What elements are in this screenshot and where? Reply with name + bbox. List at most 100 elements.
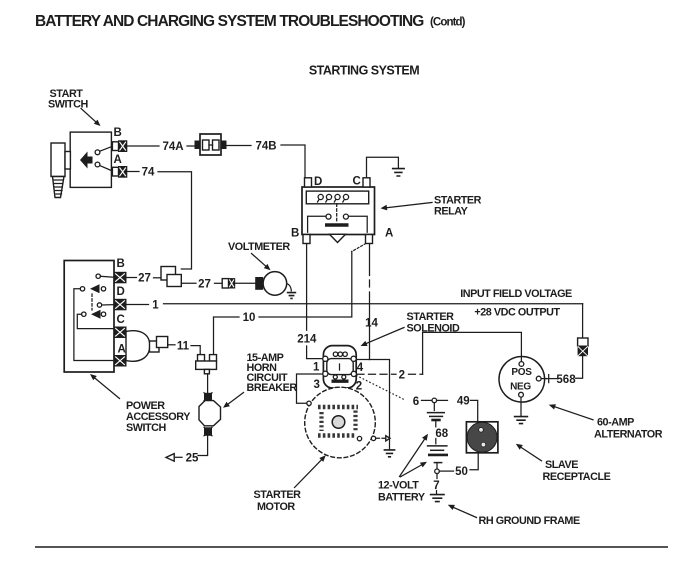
solenoid-bottom-dot1	[332, 374, 338, 380]
breaker-label-line1: 15-AMP	[247, 352, 284, 364]
rh-ground-callout-line	[451, 506, 478, 519]
relay-ground-wire	[365, 156, 400, 179]
receptacle-socket	[466, 421, 498, 453]
plug-11-upper	[155, 335, 169, 349]
connector-568-tab	[576, 337, 589, 347]
wire-49-seg2	[469, 399, 479, 423]
wire-74a-label: 74A	[162, 141, 183, 153]
terminal-x-a	[119, 167, 127, 177]
receptacle-pin-top	[478, 427, 484, 433]
starter-motor: STARTER MOTOR	[254, 373, 392, 513]
wire-568-label: 568	[556, 374, 576, 386]
relay-contact-dot-right	[342, 213, 350, 220]
breaker-plug-prong2	[208, 353, 218, 362]
wire-568-seg2	[574, 355, 584, 379]
starter-relay-callout-arrow-icon	[380, 204, 388, 211]
wire-14-label: 14	[365, 318, 378, 330]
motor-terminal-left	[306, 400, 312, 407]
ps-wiper2-icon	[91, 309, 101, 319]
relay-plunger-icon	[327, 233, 348, 244]
starter-relay-label-line2: RELAY	[434, 206, 469, 218]
wire-10-seg2	[212, 316, 240, 356]
slave-receptacle: SLAVE RECEPTACLE	[465, 420, 611, 483]
starter-relay: D C B A STARTER RELAY	[291, 156, 482, 245]
wire-1-label: 1	[152, 299, 159, 311]
wire-10-label: 10	[243, 312, 256, 324]
start-switch-key-head	[50, 142, 66, 178]
alternator-neg-label: NEG	[510, 381, 531, 392]
breaker-plug-prong1	[196, 353, 206, 362]
wire-214: 214	[297, 242, 324, 360]
solenoid-terminal-4-label: 4	[357, 362, 364, 374]
key-blade-hatch	[52, 179, 64, 195]
solenoid-terminal-2-label: 2	[356, 381, 362, 393]
starter-solenoid: 1 4 3 2 STARTER SOLENOID	[313, 311, 460, 393]
alternator-callout-arrow-icon	[548, 404, 556, 410]
power-switch-callout-line	[93, 376, 121, 400]
ps-x-a	[114, 356, 126, 366]
diagram-subtitle: STARTING SYSTEM	[309, 64, 419, 78]
start-switch-terminal-a-label: A	[114, 154, 122, 166]
battery2-plates	[426, 445, 448, 464]
receptacle-label-line2: RECEPTACLE	[543, 471, 611, 483]
power-switch-label-line2: ACCESSORY	[126, 411, 191, 423]
solenoid-label-line1: STARTER	[407, 311, 455, 323]
relay-contact-dot-left	[325, 213, 332, 220]
wire-14: 14	[355, 242, 378, 361]
alternator-ground-icon	[513, 415, 529, 425]
plug-27-lower	[166, 273, 183, 288]
vdc-output-label: +28 VDC OUTPUT	[474, 307, 560, 319]
solenoid-terminal-1-label: 1	[313, 362, 320, 374]
battery-callout-arrow2-icon	[419, 461, 427, 468]
terminal-x-b	[119, 141, 127, 151]
start-switch-callout-arrow-icon	[93, 119, 101, 126]
ps-wiper1-icon	[90, 284, 100, 294]
breaker-plug-tab	[203, 368, 211, 375]
alternator-field-terminal	[535, 375, 542, 382]
battery-callout-line2	[399, 463, 424, 478]
wire-2-to-alternator	[421, 331, 523, 375]
voltmeter-connector-tab	[221, 277, 230, 289]
ps-x-d	[114, 299, 126, 310]
power-switch-terminal-b-label: B	[117, 258, 125, 270]
relay-coil-dot3	[334, 193, 341, 201]
relay-terminal-d-label: D	[314, 176, 322, 188]
ps-x-b	[114, 272, 126, 283]
motor-terminal-right	[370, 435, 377, 442]
wire-214-seg2	[305, 345, 324, 360]
terminal-tab-a	[111, 166, 120, 177]
solenoid-callout-line	[364, 326, 405, 345]
start-switch: B A START SWITCH	[48, 88, 128, 199]
wire-27-voltmeter: 27 27 VOLTMETER	[126, 241, 297, 300]
starter-motor-callout-line	[293, 458, 323, 489]
receptacle-pin-bottom	[480, 441, 487, 448]
solenoid-bottom-dot2	[341, 374, 347, 380]
breaker-terminal-top-x	[203, 391, 213, 402]
relay-terminal-a-label: A	[385, 228, 393, 240]
start-switch-callout-line	[80, 107, 98, 124]
starter-cable: 6	[355, 358, 433, 458]
ps-pivot1	[95, 273, 102, 280]
wire-25-label: 25	[186, 452, 199, 464]
wire-27-left-label: 27	[138, 273, 151, 285]
ps-internal-wire-a	[73, 288, 115, 362]
relay-terminal-c-label: C	[353, 176, 361, 188]
voltmeter-terminal-block	[255, 277, 264, 290]
ps-pivot-leads	[99, 275, 115, 306]
voltmeter-callout-line	[250, 252, 268, 268]
ps-jumper-oval	[125, 330, 151, 362]
start-switch-contact-lower	[94, 161, 101, 168]
motor-terminal-inner	[356, 435, 363, 442]
page-title-suffix: (Contd)	[430, 17, 466, 29]
ps-internal-wire-c	[76, 313, 115, 330]
relay-tab-c	[362, 177, 371, 188]
relay-coil-dot2	[325, 193, 333, 201]
relay-ground-icon	[391, 167, 405, 177]
alternator-pos-terminal	[518, 360, 525, 368]
voltmeter-callout-arrow-icon	[263, 263, 271, 271]
voltmeter-ground-lead	[285, 282, 292, 292]
ps-x-c	[114, 327, 126, 337]
starter-motor-callout-arrow-icon	[319, 455, 326, 462]
battery-label-line1: 12-VOLT	[378, 480, 419, 492]
alternator-label-line2: ALTERNATOR	[594, 429, 663, 441]
